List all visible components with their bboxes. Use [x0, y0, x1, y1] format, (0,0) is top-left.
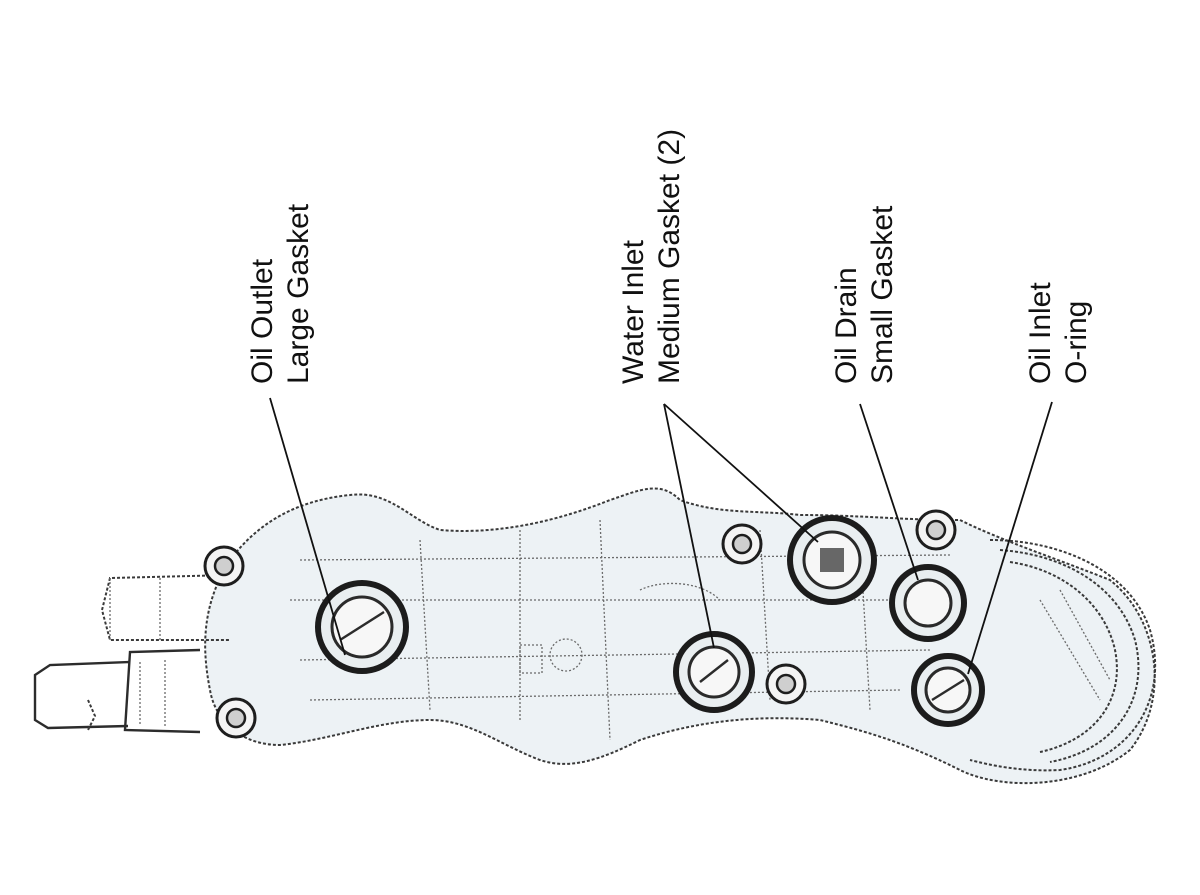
oil-drain-label-line2: Small Gasket	[866, 205, 899, 384]
bolt-boss	[203, 545, 245, 587]
water-inlet-label-line2: Medium Gasket (2)	[653, 129, 686, 384]
bolt-boss	[915, 509, 957, 551]
oil-inlet-port	[911, 653, 985, 727]
oil-drain-label: Oil Drain Small Gasket	[830, 205, 899, 384]
oil-inlet-label-line1: Oil Inlet	[1024, 282, 1057, 384]
oil-drain-port	[889, 564, 967, 642]
water-inlet-label: Water Inlet Medium Gasket (2)	[617, 129, 686, 384]
oil-outlet-port	[315, 580, 409, 674]
oil-outlet-label: Oil Outlet Large Gasket	[246, 203, 315, 384]
filter-canister	[969, 539, 1157, 772]
oil-outlet-leader-line	[269, 397, 346, 656]
oil-drain-leader-line	[859, 403, 919, 581]
water-inlet-leader-line	[663, 403, 819, 543]
oil-outlet-label-line1: Oil Outlet	[246, 258, 279, 384]
sensor-connector	[33, 648, 201, 734]
oil-inlet-label-line2: O-ring	[1060, 301, 1093, 384]
bolt-boss	[765, 663, 807, 705]
pipe-fitting	[100, 574, 231, 641]
bolt-boss	[215, 697, 257, 739]
water-inlet-label-line1: Water Inlet	[617, 239, 650, 384]
water-inlet-port-upper	[787, 515, 877, 605]
oil-drain-label-line1: Oil Drain	[830, 267, 863, 384]
water-inlet-leader-line	[663, 403, 715, 649]
oil-inlet-leader-line	[967, 401, 1053, 675]
oil-inlet-label: Oil Inlet O-ring	[1024, 282, 1093, 384]
bolt-boss	[721, 523, 763, 565]
oil-outlet-label-line2: Large Gasket	[282, 203, 315, 384]
